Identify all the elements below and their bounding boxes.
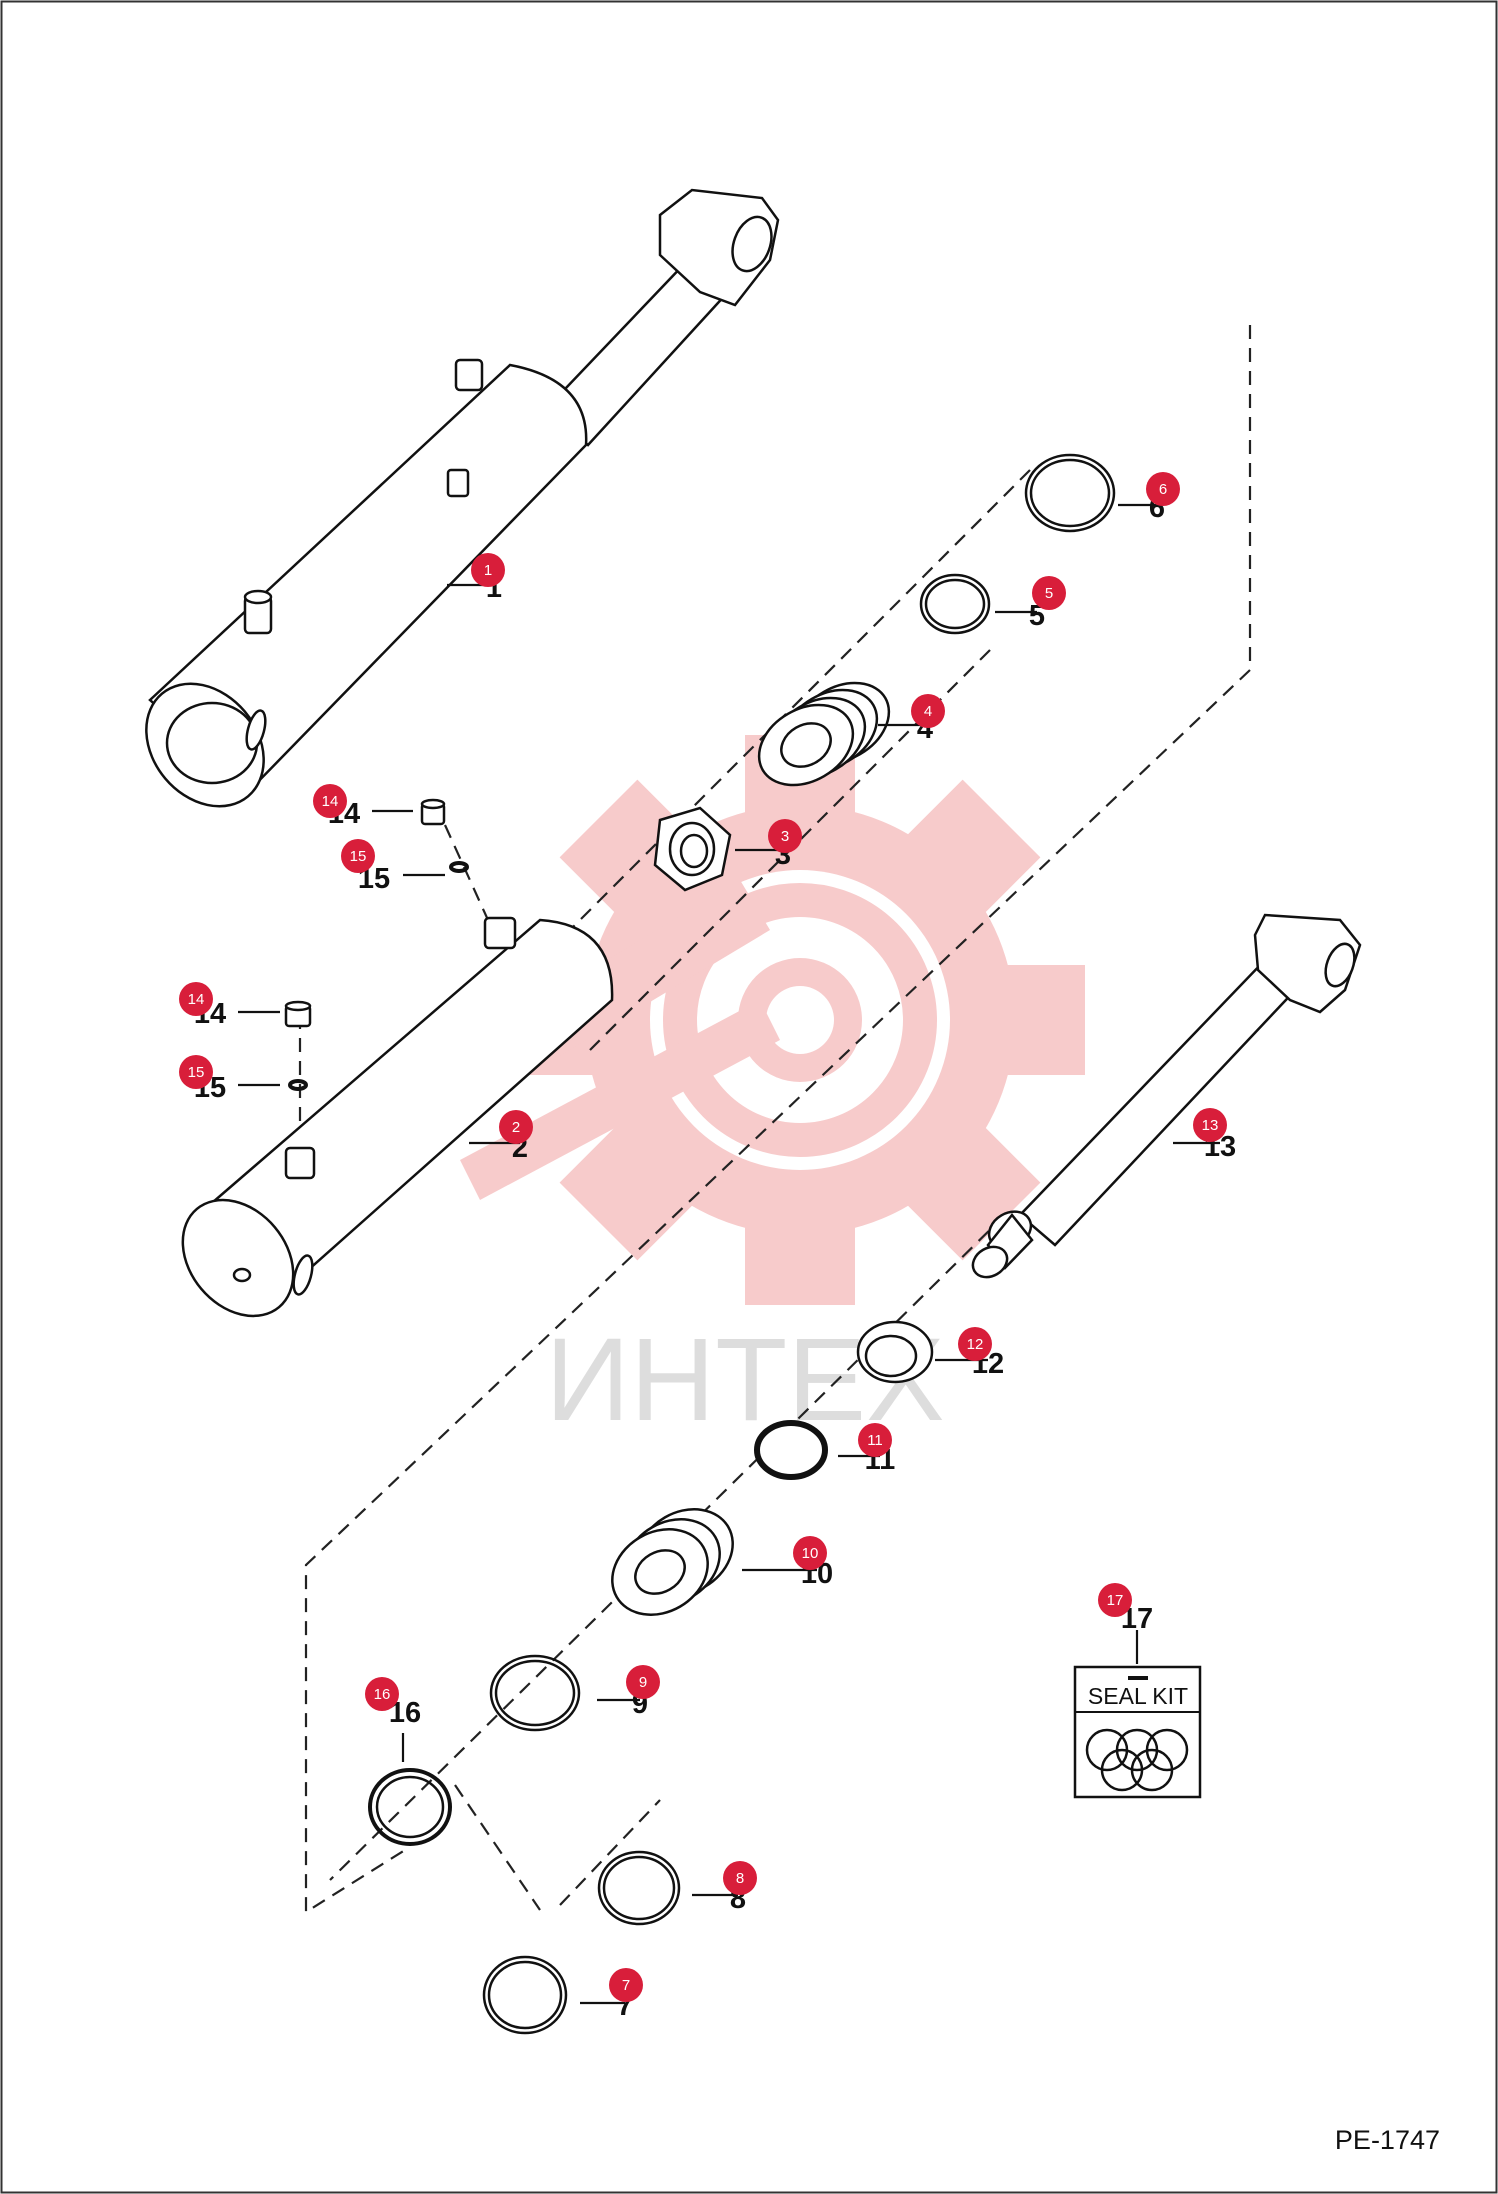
callout-badge-text-p9: 9 bbox=[639, 1674, 647, 1691]
callout-badge-p1[interactable] bbox=[471, 553, 505, 587]
callout-badge-p3[interactable] bbox=[768, 819, 802, 853]
callout-badge-p15b[interactable] bbox=[179, 1055, 213, 1089]
callout-badge-p4[interactable] bbox=[911, 694, 945, 728]
callout-badge-p16[interactable] bbox=[365, 1677, 399, 1711]
callout-badge-text-p16: 16 bbox=[374, 1686, 391, 1703]
part-callouts: 1122334455667788991010111112121313141415… bbox=[179, 472, 1236, 2022]
callout-badge-text-p11: 11 bbox=[867, 1432, 883, 1449]
callout-badge-text-p2: 2 bbox=[512, 1119, 520, 1136]
callout-badge-text-p7: 7 bbox=[622, 1977, 630, 1994]
callout-badge-p14a[interactable] bbox=[313, 784, 347, 818]
part-4-piston[interactable] bbox=[745, 667, 904, 801]
callout-badge-p7[interactable] bbox=[609, 1968, 643, 2002]
part-3-nut[interactable] bbox=[653, 806, 732, 892]
callout-badge-p5[interactable] bbox=[1032, 576, 1066, 610]
callout-badge-p6[interactable] bbox=[1146, 472, 1180, 506]
part-15-oring-lower[interactable] bbox=[288, 1079, 308, 1091]
part-8-ring[interactable] bbox=[597, 1850, 681, 1926]
part-17-seal-kit[interactable]: SEAL KIT bbox=[1073, 1665, 1202, 1799]
callout-badge-p17[interactable] bbox=[1098, 1583, 1132, 1617]
callout-badge-p8[interactable] bbox=[723, 1861, 757, 1895]
callout-badge-text-p6: 6 bbox=[1159, 481, 1167, 498]
part-16-snap-ring[interactable] bbox=[368, 1768, 452, 1846]
callout-badge-text-p4: 4 bbox=[924, 703, 932, 720]
callout-badge-text-p8: 8 bbox=[736, 1870, 744, 1887]
part-12-wiper[interactable] bbox=[856, 1320, 934, 1384]
seal-kit-label: SEAL KIT bbox=[1088, 1683, 1188, 1709]
callout-badge-text-p5: 5 bbox=[1045, 585, 1053, 602]
callout-badge-p15a[interactable] bbox=[341, 839, 375, 873]
part-5-ring[interactable] bbox=[919, 573, 991, 635]
part-2-barrel[interactable] bbox=[160, 916, 614, 1338]
callout-badge-text-p15b: 15 bbox=[188, 1064, 205, 1081]
callout-badge-text-p14a: 14 bbox=[322, 793, 339, 810]
part-13-rod[interactable] bbox=[967, 913, 1362, 1283]
callout-badge-p14b[interactable] bbox=[179, 982, 213, 1016]
part-6-snap-ring[interactable] bbox=[1024, 453, 1116, 533]
part-14-fitting-upper[interactable] bbox=[420, 798, 446, 826]
part-1-cylinder-assembly[interactable] bbox=[122, 188, 780, 830]
part-9-ring[interactable] bbox=[489, 1654, 581, 1732]
callout-badge-text-p1: 1 bbox=[484, 562, 492, 579]
part-10-gland[interactable] bbox=[597, 1492, 749, 1631]
callout-badge-text-p15a: 15 bbox=[350, 848, 367, 865]
callout-badge-text-p10: 10 bbox=[802, 1545, 819, 1562]
callout-badge-text-p17: 17 bbox=[1107, 1592, 1124, 1609]
callout-badge-p10[interactable] bbox=[793, 1536, 827, 1570]
callout-badge-p13[interactable] bbox=[1193, 1108, 1227, 1142]
callout-badge-p2[interactable] bbox=[499, 1110, 533, 1144]
callout-badge-p12[interactable] bbox=[958, 1327, 992, 1361]
drawing-code: PE-1747 bbox=[1335, 2125, 1440, 2155]
part-15-oring-upper[interactable] bbox=[449, 861, 469, 873]
part-11-seal[interactable] bbox=[754, 1420, 828, 1480]
callout-badge-text-p12: 12 bbox=[967, 1336, 984, 1353]
callout-badge-text-p13: 13 bbox=[1202, 1117, 1219, 1134]
part-14-fitting-lower[interactable] bbox=[284, 1000, 312, 1028]
callout-badge-p11[interactable] bbox=[858, 1423, 892, 1457]
part-7-ring[interactable] bbox=[482, 1955, 568, 2035]
callout-badge-p9[interactable] bbox=[626, 1665, 660, 1699]
callout-badge-text-p14b: 14 bbox=[188, 991, 205, 1008]
callout-badge-text-p3: 3 bbox=[781, 828, 789, 845]
